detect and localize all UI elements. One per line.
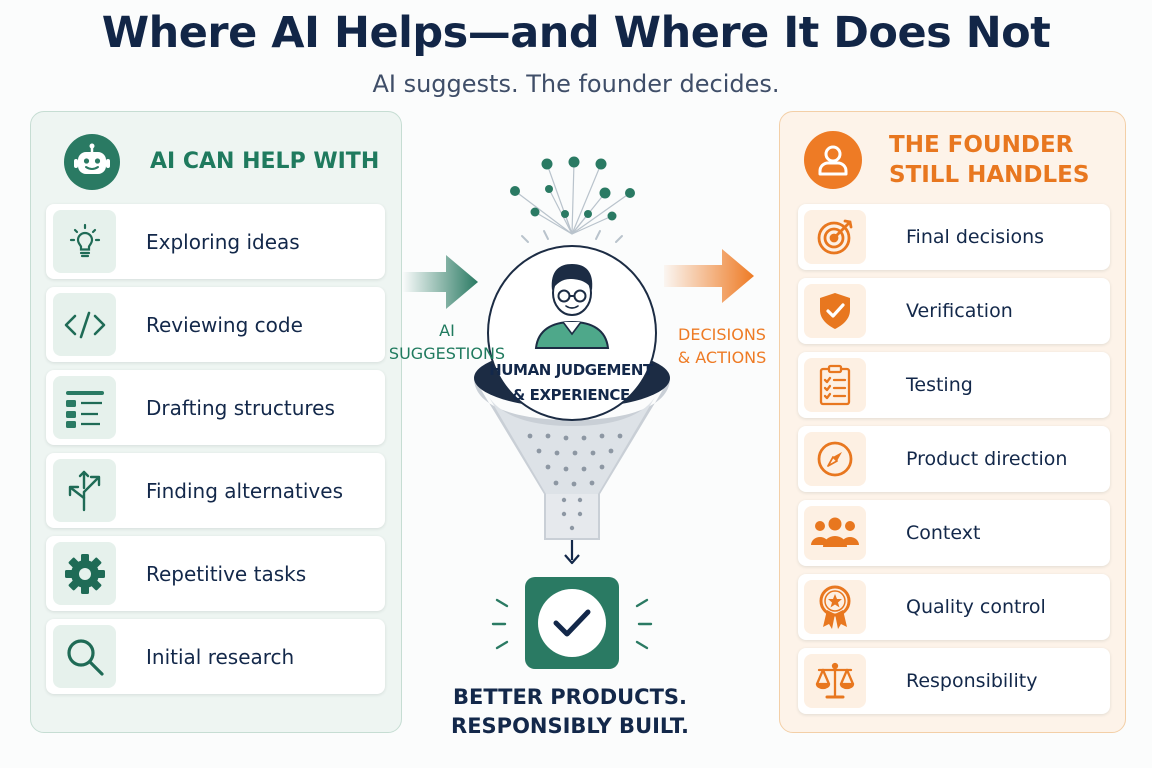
founder-title: THE FOUNDER STILL HANDLES bbox=[889, 130, 1089, 190]
list-item: Verification bbox=[798, 278, 1110, 344]
compass-icon bbox=[804, 432, 866, 486]
target-icon bbox=[804, 210, 866, 264]
ai-suggestions-line2: SUGGESTIONS bbox=[388, 344, 506, 363]
scales-icon bbox=[804, 654, 866, 708]
person-icon bbox=[804, 131, 862, 189]
ai-help-header: AI CAN HELP WITH bbox=[64, 134, 379, 190]
list-item-label: Final decisions bbox=[906, 226, 1045, 248]
idea-dots bbox=[510, 156, 635, 243]
list-item-label: Testing bbox=[906, 374, 973, 396]
clipboard-checklist-icon bbox=[804, 358, 866, 412]
founder-title-line2: STILL HANDLES bbox=[889, 162, 1090, 188]
page-subtitle: AI suggests. The founder decides. bbox=[372, 70, 780, 98]
list-item: Product direction bbox=[798, 426, 1110, 492]
result-line2: RESPONSIBLY BUILT. bbox=[451, 714, 689, 738]
decisions-actions-label: DECISIONS & ACTIONS bbox=[664, 323, 780, 369]
shield-check-icon bbox=[804, 284, 866, 338]
person-with-glasses-icon bbox=[534, 264, 610, 349]
human-judgement-circle bbox=[487, 245, 657, 421]
gear-icon bbox=[53, 542, 116, 605]
list-item: Final decisions bbox=[798, 204, 1110, 270]
founder-header: THE FOUNDER STILL HANDLES bbox=[804, 130, 1089, 190]
list-item-label: Product direction bbox=[906, 448, 1068, 470]
check-circle-icon bbox=[491, 577, 653, 669]
award-ribbon-icon bbox=[804, 580, 866, 634]
ai-help-title: AI CAN HELP WITH bbox=[150, 149, 380, 174]
ai-suggestions-label: AI SUGGESTIONS bbox=[388, 319, 506, 365]
list-item: Finding alternatives bbox=[46, 453, 385, 528]
list-item: Repetitive tasks bbox=[46, 536, 385, 611]
robot-icon bbox=[64, 134, 120, 190]
list-item: Responsibility bbox=[798, 648, 1110, 714]
magnifier-icon bbox=[53, 625, 116, 688]
group-icon bbox=[804, 506, 866, 560]
list-item: Drafting structures bbox=[46, 370, 385, 445]
list-item-label: Context bbox=[906, 522, 981, 544]
list-item-label: Responsibility bbox=[906, 670, 1038, 692]
branch-arrows-icon bbox=[53, 459, 116, 522]
list-item-label: Repetitive tasks bbox=[146, 561, 307, 586]
result-caption: BETTER PRODUCTS. RESPONSIBLY BUILT. bbox=[420, 683, 720, 741]
list-item-label: Exploring ideas bbox=[146, 229, 300, 254]
list-item: Initial research bbox=[46, 619, 385, 694]
decisions-line1: DECISIONS bbox=[678, 325, 766, 344]
list-item-label: Reviewing code bbox=[146, 312, 303, 337]
code-icon bbox=[53, 293, 116, 356]
page-title: Where AI Helps—and Where It Does Not bbox=[101, 8, 1051, 58]
ai-suggestions-arrow bbox=[402, 255, 478, 309]
outline-list-icon bbox=[53, 376, 116, 439]
list-item: Exploring ideas bbox=[46, 204, 385, 279]
human-judgement-line1: HUMAN JUDGEMENT bbox=[489, 361, 653, 379]
list-item: Context bbox=[798, 500, 1110, 566]
list-item: Reviewing code bbox=[46, 287, 385, 362]
list-item: Quality control bbox=[798, 574, 1110, 640]
result-line1: BETTER PRODUCTS. bbox=[452, 685, 688, 709]
list-item-label: Quality control bbox=[906, 596, 1046, 618]
list-item-label: Finding alternatives bbox=[146, 478, 343, 503]
founder-title-line1: THE FOUNDER bbox=[889, 132, 1074, 158]
list-item-label: Initial research bbox=[146, 644, 295, 669]
founder-panel: THE FOUNDER STILL HANDLES Final decision… bbox=[779, 111, 1126, 733]
human-judgement-line2: & EXPERIENCE bbox=[512, 386, 630, 404]
decisions-line2: & ACTIONS bbox=[677, 348, 767, 367]
decisions-arrow bbox=[664, 249, 754, 303]
founder-list: Final decisions Verification Testing bbox=[798, 204, 1110, 722]
ai-suggestions-line1: AI bbox=[439, 321, 455, 340]
list-item-label: Verification bbox=[906, 300, 1013, 322]
list-item: Testing bbox=[798, 352, 1110, 418]
human-judgement-label: HUMAN JUDGEMENT & EXPERIENCE bbox=[482, 358, 660, 408]
list-item-label: Drafting structures bbox=[146, 395, 335, 420]
lightbulb-icon bbox=[53, 210, 116, 273]
ai-help-list: Exploring ideas Reviewing code bbox=[46, 204, 385, 702]
ai-help-panel: AI CAN HELP WITH Exploring ideas Reviewi… bbox=[30, 111, 402, 733]
